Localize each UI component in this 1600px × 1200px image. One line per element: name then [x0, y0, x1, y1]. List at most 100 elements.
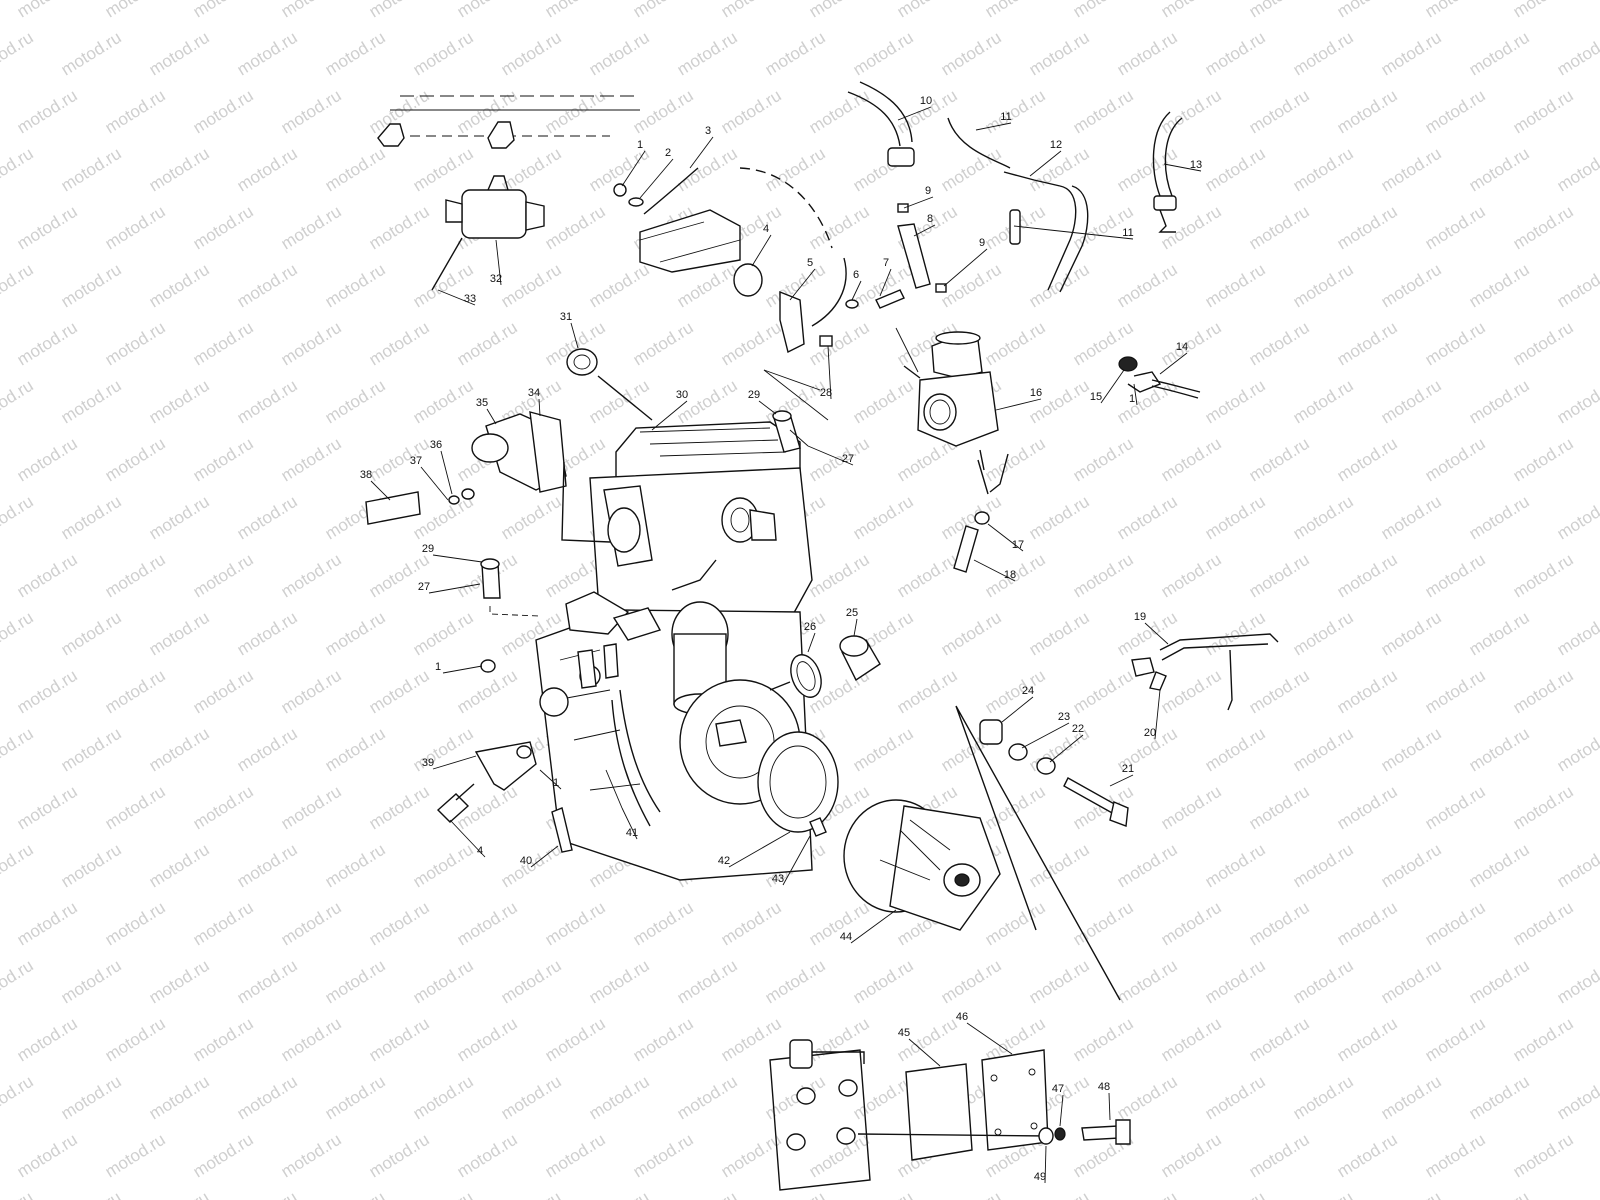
watermark-text: motod.ru	[1378, 608, 1445, 660]
callout-leader-line	[807, 445, 854, 466]
watermark-text: motod.ru	[762, 376, 829, 428]
watermark-text: motod.ru	[0, 1072, 37, 1124]
callout-c39: 39	[422, 755, 477, 770]
vent-hoses	[847, 81, 1183, 293]
watermark-text: motod.ru	[102, 1014, 169, 1066]
callout-number: 29	[422, 543, 434, 555]
callout-c44: 44	[840, 909, 897, 944]
watermark-text: motod.ru	[674, 144, 741, 196]
callout-number: 37	[410, 455, 422, 467]
callout-c9b: 9	[943, 237, 988, 287]
watermark-text: motod.ru	[1070, 898, 1137, 950]
watermark-text: motod.ru	[410, 1072, 477, 1124]
watermark-text: motod.ru	[454, 1014, 521, 1066]
watermark-text: motod.ru	[806, 202, 873, 254]
watermark-text: motod.ru	[806, 550, 873, 602]
watermark-text: motod.ru	[1378, 492, 1445, 544]
watermark-text: motod.ru	[366, 0, 433, 21]
callout-leader-line	[570, 322, 579, 349]
watermark-text: motod.ru	[146, 376, 213, 428]
callout-c24: 24	[1001, 685, 1034, 723]
watermark-text: motod.ru	[938, 28, 1005, 80]
watermark-text: motod.ru	[102, 86, 169, 138]
callout-number: 19	[1134, 611, 1146, 623]
watermark-text: motod.ru	[630, 318, 697, 370]
watermark-text: motod.ru	[1334, 0, 1401, 21]
callout-c7: 7	[879, 257, 892, 297]
watermark-text: motod.ru	[542, 898, 609, 950]
watermark-text: motod.ru	[1510, 898, 1577, 950]
watermark-text: motod.ru	[234, 840, 301, 892]
callout-c40: 40	[520, 845, 559, 868]
callout-leader-line	[789, 429, 809, 447]
watermark-text: motod.ru	[1114, 376, 1181, 428]
callout-c2: 2	[639, 147, 674, 199]
callout-number: 12	[1050, 139, 1062, 151]
callout-number: 26	[804, 621, 816, 633]
watermark-text: motod.ru	[498, 956, 565, 1008]
watermark-text: motod.ru	[586, 1072, 653, 1124]
watermark-text: motod.ru	[410, 608, 477, 660]
watermark-text: motod.ru	[278, 318, 345, 370]
callout-leader-line	[975, 122, 1012, 131]
watermark-text: motod.ru	[498, 492, 565, 544]
callout-leader-line	[758, 400, 777, 415]
callout-number: 1	[1129, 393, 1135, 405]
callout-number: 16	[1030, 387, 1042, 399]
watermark-text: motod.ru	[0, 608, 37, 660]
callout-c6: 6	[851, 269, 862, 301]
watermark-text: motod.ru	[278, 86, 345, 138]
callout-leader-line	[903, 196, 934, 209]
watermark-text: motod.ru	[1554, 492, 1600, 544]
callout-leader-line	[897, 106, 932, 121]
watermark-text: motod.ru	[322, 840, 389, 892]
callout-c31: 31	[560, 311, 579, 349]
watermark-text: motod.ru	[146, 840, 213, 892]
watermark-text: motod.ru	[1378, 260, 1445, 312]
watermark-text: motod.ru	[1334, 1014, 1401, 1066]
watermark-text: motod.ru	[410, 724, 477, 776]
watermark-text: motod.ru	[366, 1014, 433, 1066]
watermark-text: motod.ru	[454, 666, 521, 718]
watermark-text: motod.ru	[234, 376, 301, 428]
ground-cable-and-mount	[613, 167, 905, 421]
watermark-text: motod.ru	[1158, 1130, 1225, 1182]
watermark-text: motod.ru	[1554, 260, 1600, 312]
watermark-text: motod.ru	[0, 1188, 37, 1200]
callout-number: 39	[422, 757, 434, 769]
watermark-text: motod.ru	[1114, 1072, 1181, 1124]
watermark-text: motod.ru	[1466, 956, 1533, 1008]
callout-number: 23	[1058, 711, 1070, 723]
callout-c9a: 9	[903, 185, 934, 209]
watermark-text: motod.ru	[1510, 86, 1577, 138]
watermark-text: motod.ru	[850, 1188, 917, 1200]
callout-leader-line	[751, 234, 772, 267]
callout-leader-line	[651, 400, 688, 431]
watermark-text: motod.ru	[1378, 956, 1445, 1008]
callout-c48: 48	[1098, 1081, 1111, 1121]
watermark-text: motod.ru	[234, 1188, 301, 1200]
watermark-text: motod.ru	[278, 898, 345, 950]
watermark-text: motod.ru	[14, 1130, 81, 1182]
callout-leader-line	[782, 835, 811, 886]
watermark-text: motod.ru	[1334, 1130, 1401, 1182]
watermark-text: motod.ru	[1422, 0, 1489, 21]
watermark-text: motod.ru	[938, 956, 1005, 1008]
watermark-text: motod.ru	[718, 318, 785, 370]
callout-leader-line	[853, 618, 858, 637]
watermark-text: motod.ru	[982, 86, 1049, 138]
watermark-text: motod.ru	[1246, 318, 1313, 370]
watermark-text: motod.ru	[1158, 782, 1225, 834]
watermark-text: motod.ru	[1510, 434, 1577, 486]
watermark-text: motod.ru	[1466, 492, 1533, 544]
callout-number: 40	[520, 855, 532, 867]
watermark-text: motod.ru	[278, 202, 345, 254]
watermark-text: motod.ru	[146, 260, 213, 312]
watermark-text: motod.ru	[1290, 840, 1357, 892]
watermark-text: motod.ru	[1466, 1072, 1533, 1124]
watermark-text: motod.ru	[1334, 434, 1401, 486]
watermark-text: motod.ru	[410, 840, 477, 892]
watermark-text: motod.ru	[190, 86, 257, 138]
watermark-text: motod.ru	[1378, 376, 1445, 428]
